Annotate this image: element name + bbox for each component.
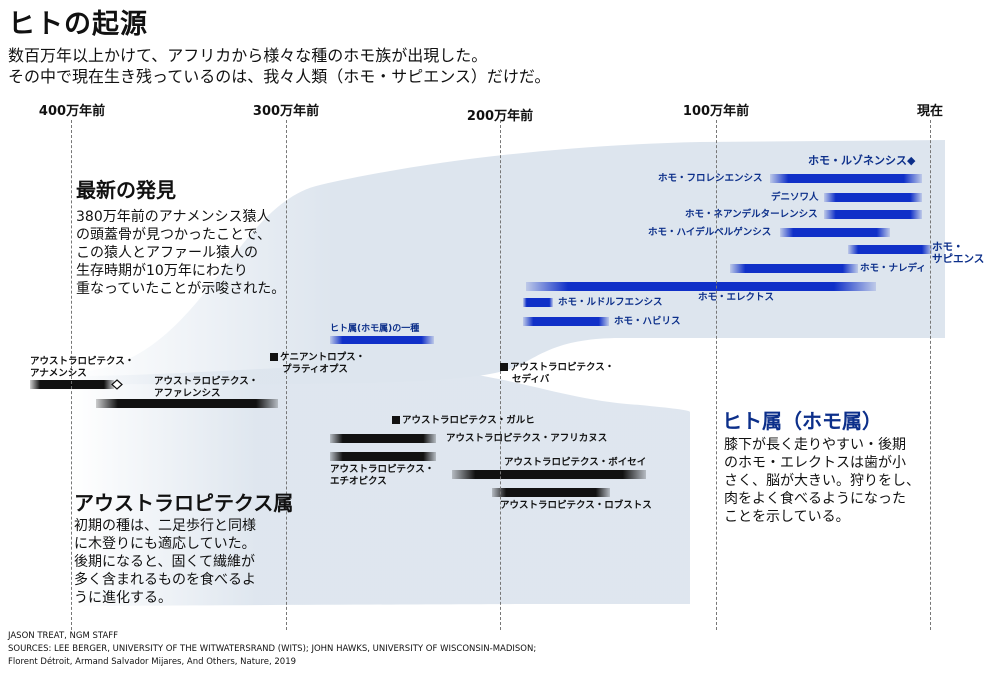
credit-nature: Florent Détroit, Armand Salvador Mijares… <box>8 657 297 667</box>
credit-author: JASON TREAT, NGM STAFF <box>8 631 119 641</box>
label-a-afarensis-2: アファレンシス <box>154 388 221 399</box>
bar-h-habilis <box>523 317 609 326</box>
bar-h-heidelbergensis <box>780 228 890 237</box>
bar-h-sapiens <box>848 245 932 254</box>
axis-tick-4m: 400万年前 <box>38 104 106 119</box>
label-h-neanderthalensis: ホモ・ネアンデルターレンシス <box>685 209 818 220</box>
australo-text: 初期の種は、二足歩行と同様 に木登りにも適応していた。 後期になると、固くて繊維… <box>74 518 256 606</box>
label-a-robustus: アウストラロピテクス・ロブストス <box>500 500 652 511</box>
homo-text: 膝下が長く走りやすい・後期 のホモ・エレクトスは歯が小 さく、脳が大きい。狩りを… <box>724 437 920 525</box>
australo-band <box>70 365 690 606</box>
bar-h-erectus <box>526 282 876 291</box>
axis-tick-3m: 300万年前 <box>252 104 320 119</box>
label-h-naledi: ホモ・ナレディ <box>860 263 926 274</box>
credit-sources: SOURCES: LEE BERGER, UNIVERSITY OF THE W… <box>8 644 537 654</box>
axis-tick-present: 現在 <box>916 104 944 119</box>
bar-homo-unknown <box>330 336 434 344</box>
label-a-boisei: アウストラロピテクス・ボイセイ <box>504 457 647 468</box>
axis-tick-1m: 100万年前 <box>682 104 750 119</box>
label-h-erectus: ホモ・エレクトス <box>698 292 775 303</box>
label-a-aethiopicus-1: アウストラロピテクス・ <box>330 464 435 475</box>
discovery-text: 380万年前のアナメンシス猿人 の頭蓋骨が見つかったことで、 この猿人とアファー… <box>76 209 286 297</box>
bar-h-floresiensis <box>770 174 922 183</box>
subtitle-line-1: 数百万年以上かけて、アフリカから様々な種のホモ族が出現した。 <box>8 46 488 65</box>
bar-a-boisei <box>452 470 646 479</box>
guide-line-3m <box>286 120 287 630</box>
bar-a-robustus <box>492 488 610 497</box>
subtitle-line-2: その中で現在生き残っているのは、我々人類（ホモ・サピエンス）だけだ。 <box>8 67 551 86</box>
label-h-floresiensis: ホモ・フロレシエンシス <box>658 173 763 184</box>
bar-a-anamensis <box>30 380 114 389</box>
axis-tick-2m: 200万年前 <box>466 109 534 124</box>
bar-a-aethiopicus <box>330 452 436 461</box>
label-k-platyops-2: プラティオプス <box>282 364 348 375</box>
label-homo-unknown: ヒト属(ホモ属)の一種 <box>330 324 420 334</box>
label-a-anamensis-1: アウストラロピテクス・ <box>30 356 135 367</box>
square-marker-icon <box>500 363 508 371</box>
homo-band <box>70 140 945 385</box>
label-a-sediba-1: アウストラロピテクス・ <box>500 362 614 374</box>
label-h-rudolfensis: ホモ・ルドルフエンシス <box>558 297 663 308</box>
bar-a-africanus <box>330 434 436 443</box>
label-a-africanus: アウストラロピテクス・アフリカヌス <box>446 433 608 444</box>
label-h-luzonensis: ホモ・ルゾネンシス◆ <box>808 154 916 167</box>
guide-line-4m <box>71 120 72 630</box>
square-marker-icon <box>270 353 278 361</box>
bar-a-afarensis <box>96 399 278 408</box>
discovery-title: 最新の発見 <box>76 178 176 202</box>
label-h-heidelbergensis: ホモ・ハイデルベルゲンシス <box>648 227 772 238</box>
label-a-anamensis-2: アナメンシス <box>30 368 87 379</box>
bar-denisovan <box>824 193 922 202</box>
label-a-garhi: アウストラロピテクス・ガルヒ <box>392 415 535 427</box>
label-h-sapiens-2: サピエンス <box>932 253 985 265</box>
anamensis-diamond-marker <box>111 379 123 390</box>
label-a-aethiopicus-2: エチオピクス <box>330 476 387 487</box>
page-title: ヒトの起源 <box>8 9 148 40</box>
guide-line-2m <box>500 120 501 630</box>
square-marker-icon <box>392 416 400 424</box>
bar-h-naledi <box>730 264 858 273</box>
guide-line-present <box>930 120 931 630</box>
bar-h-rudolfensis <box>523 298 553 307</box>
label-h-habilis: ホモ・ハビリス <box>614 316 681 327</box>
label-k-platyops-1: ケニアントロプス・ <box>270 352 365 364</box>
bar-h-neanderthalensis <box>824 210 922 219</box>
homo-title: ヒト属（ホモ属） <box>722 409 882 433</box>
australo-title: アウストラロピテクス属 <box>74 491 294 515</box>
label-a-sediba-2: セディバ <box>512 374 550 385</box>
guide-line-1m <box>716 120 717 630</box>
label-a-afarensis-1: アウストラロピテクス・ <box>154 376 259 387</box>
label-denisovan: デニソワ人 <box>771 192 819 203</box>
label-h-sapiens-1: ホモ・ <box>932 241 964 253</box>
